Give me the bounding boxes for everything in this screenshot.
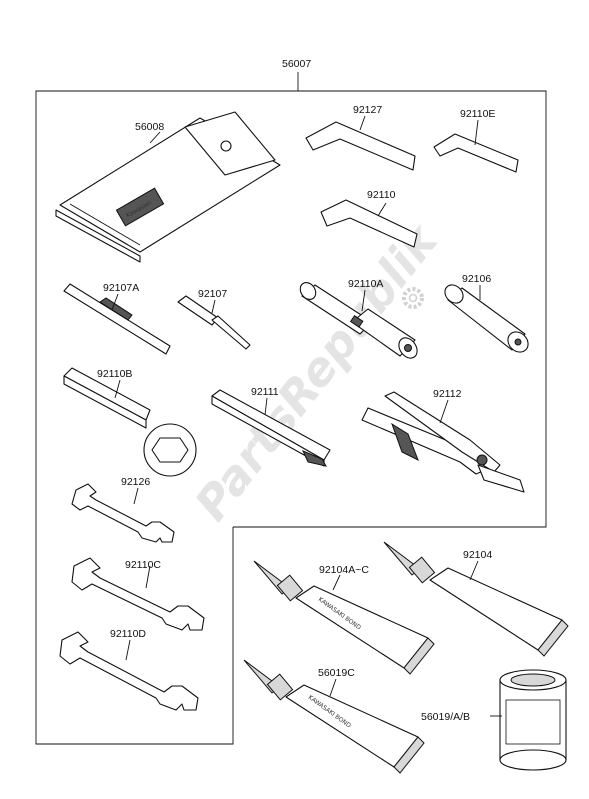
screwdriver-92107A: [63, 283, 171, 355]
part-label-spw: 92110A: [348, 278, 383, 290]
leader-sd-2: [211, 299, 216, 314]
leader-hex-2: [474, 119, 479, 146]
leader-spw: [361, 289, 366, 312]
bond-tube-92104A: KAWASAKI BOND: [253, 560, 435, 675]
part-label-ring: 92110B: [97, 368, 132, 380]
part-label-can: 56019/A/B: [421, 711, 470, 723]
watermark: PartsRepublik: [184, 213, 449, 531]
open-wrench-92110C: [71, 557, 205, 631]
open-wrench-92110D: [59, 631, 199, 711]
part-label-main: 56007: [282, 58, 311, 70]
pliers: [361, 391, 525, 493]
part-label-ow2: 92110C: [125, 559, 161, 571]
socket: [444, 284, 529, 353]
part-label-hex-1: 92127: [353, 104, 382, 116]
part-label-handle: 92111: [251, 386, 279, 398]
screwdriver-92107: [177, 295, 251, 350]
leader-handle: [264, 397, 268, 416]
spark-plug-wrench: [299, 282, 418, 359]
leader-bt2: [469, 560, 479, 581]
leader-ow1: [133, 487, 139, 505]
part-label-ow1: 92126: [121, 476, 150, 488]
hex-key-92110: [320, 199, 418, 248]
leader-pouch: [149, 131, 161, 144]
part-label-hex-2: 92110E: [460, 108, 495, 120]
part-label-bt3: 56019C: [318, 667, 355, 679]
leader-ow3: [125, 639, 131, 661]
hex-key-92110E: [433, 133, 519, 173]
handle-bar: [211, 389, 331, 467]
part-label-hex-3: 92110: [367, 189, 396, 201]
open-wrench-92126: [71, 483, 175, 543]
part-label-pliers: 92112: [433, 388, 462, 400]
ring-wrench: [63, 367, 197, 477]
gear-icon: [402, 287, 424, 309]
leader-bt1: [332, 574, 341, 591]
leader-sd-1: [111, 293, 119, 311]
bond-can: [499, 669, 567, 771]
part-label-pouch: 56008: [135, 121, 164, 133]
part-label-socket: 92106: [462, 273, 491, 285]
bond-tube-56019C: KAWASAKI BOND: [243, 659, 425, 774]
leader-ow2: [145, 565, 151, 589]
leader-ring: [114, 379, 121, 399]
part-label-bt1: 92104A~C: [319, 564, 369, 576]
svg-text:PartsRepublik: PartsRepublik: [184, 213, 449, 531]
hex-key-92127: [305, 121, 416, 171]
bond-tube-92104: [383, 541, 569, 657]
leader-bt3: [329, 678, 337, 697]
part-label-bt2: 92104: [463, 549, 492, 561]
kit-frame: [35, 90, 547, 745]
leader-pliers: [439, 399, 449, 424]
leader-hex-3: [377, 202, 387, 217]
part-label-ow3: 92110D: [110, 628, 146, 640]
leader-hex-1: [359, 115, 366, 131]
tool-pouch: Kawasaki: [55, 111, 281, 263]
part-label-sd-2: 92107: [198, 288, 227, 300]
part-label-sd-1: 92107A: [103, 282, 139, 294]
